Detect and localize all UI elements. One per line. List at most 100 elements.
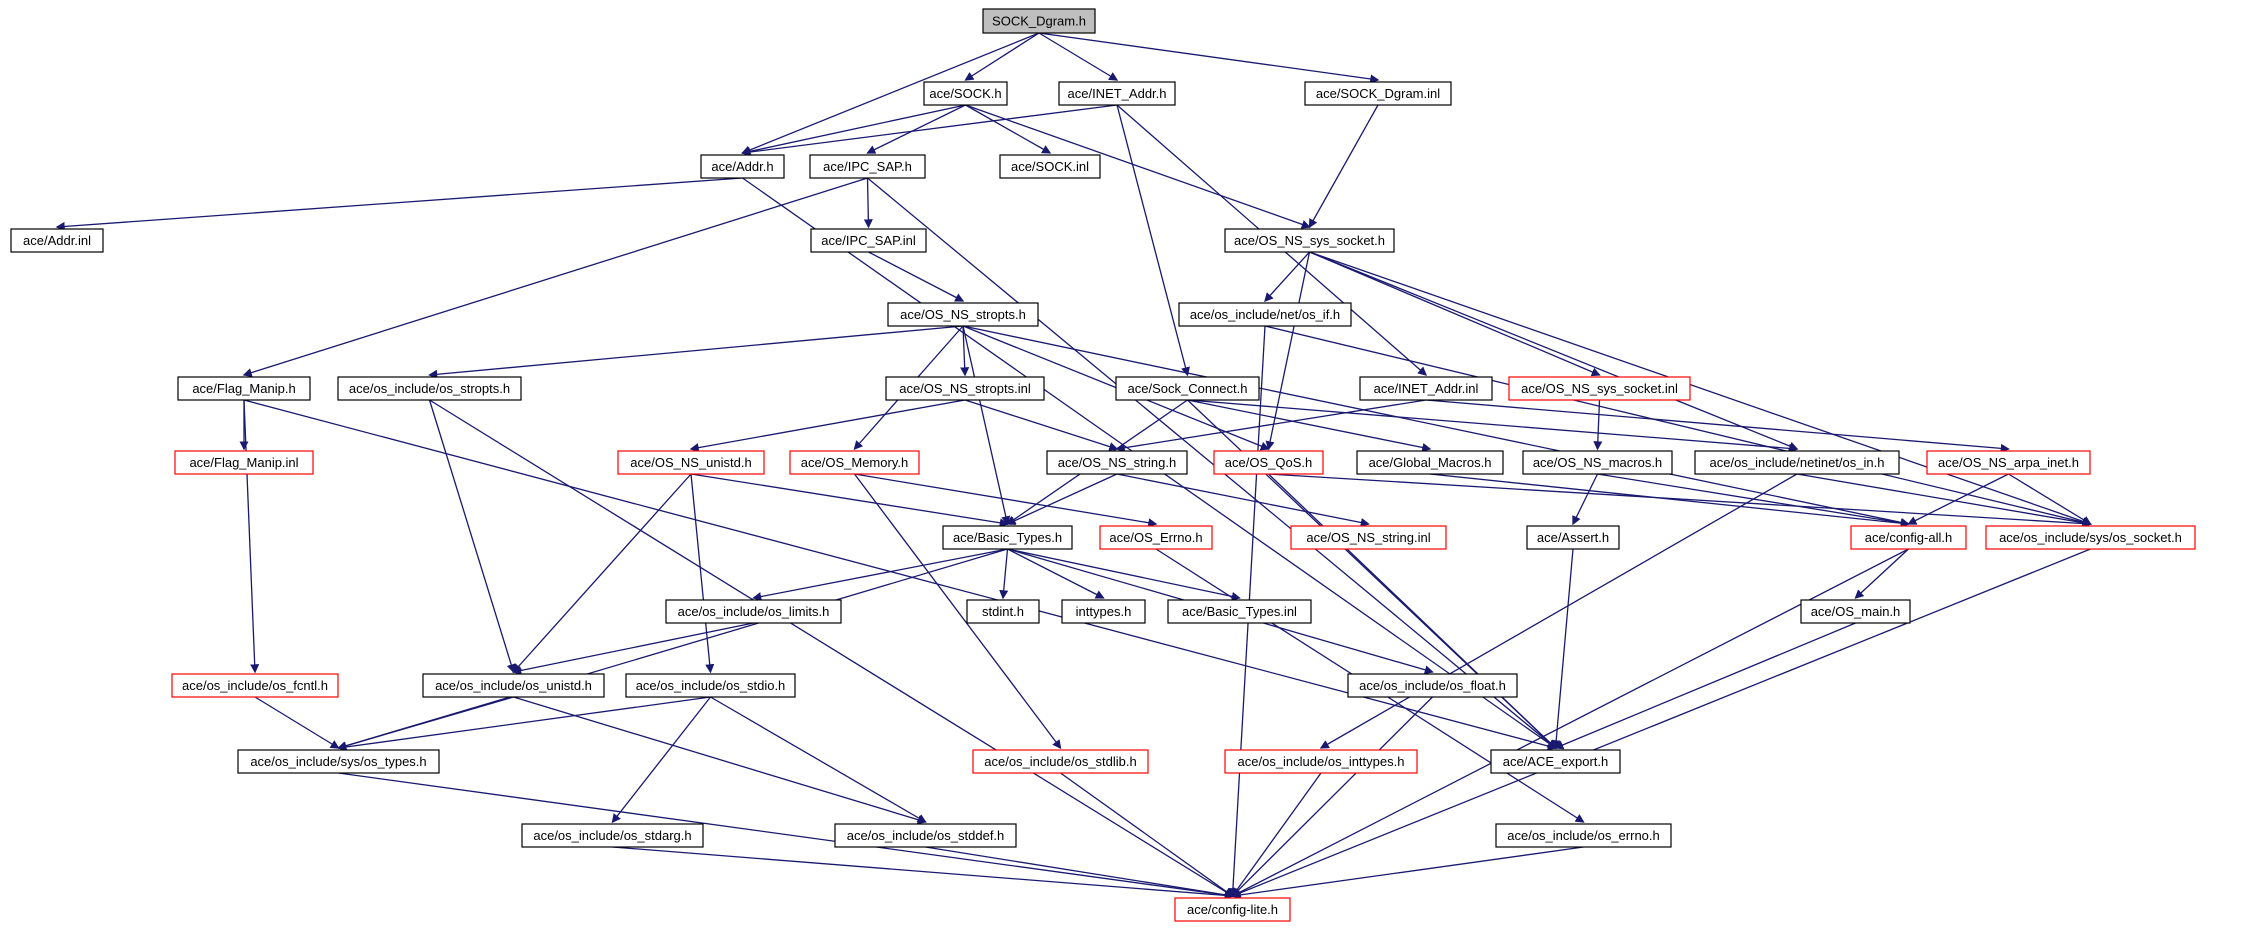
node-addr_h[interactable]: ace/Addr.h xyxy=(700,154,785,179)
node-box-ace_export_h[interactable] xyxy=(1490,749,1621,774)
node-basic_types_h[interactable]: ace/Basic_Types.h xyxy=(942,525,1073,550)
node-net_os_if_h[interactable]: ace/os_include/net/os_if.h xyxy=(1178,302,1352,327)
node-basic_types_inl[interactable]: ace/Basic_Types.inl xyxy=(1167,599,1312,624)
node-addr_inl[interactable]: ace/Addr.inl xyxy=(10,228,104,253)
node-box-basic_types_h[interactable] xyxy=(942,525,1073,550)
node-box-os_limits_h[interactable] xyxy=(665,599,842,624)
node-box-flag_manip_h[interactable] xyxy=(177,376,311,401)
node-os_errno_cap_h[interactable]: ace/OS_Errno.h xyxy=(1099,525,1213,550)
node-box-config_lite_h[interactable] xyxy=(1174,897,1291,922)
node-box-os_ns_arpa_inet_h[interactable] xyxy=(1926,450,2091,475)
node-box-ipc_sap_inl[interactable] xyxy=(810,228,927,253)
node-box-sys_os_socket_h[interactable] xyxy=(1985,525,2196,550)
node-box-addr_inl[interactable] xyxy=(10,228,104,253)
node-box-os_stdlib_h[interactable] xyxy=(972,749,1149,774)
node-os_ns_stropts_h[interactable]: ace/OS_NS_stropts.h xyxy=(887,302,1039,327)
node-config_all_h[interactable]: ace/config-all.h xyxy=(1850,525,1967,550)
node-box-os_ns_sys_socket_inl[interactable] xyxy=(1508,376,1691,401)
node-netinet_os_in_h[interactable]: ace/os_include/netinet/os_in.h xyxy=(1694,450,1900,475)
node-box-os_fcntl_h[interactable] xyxy=(171,673,339,698)
node-os_float_h[interactable]: ace/os_include/os_float.h xyxy=(1347,673,1518,698)
node-box-stdint_h[interactable] xyxy=(966,599,1040,624)
node-box-os_unistd_h[interactable] xyxy=(422,673,605,698)
node-config_lite_h[interactable]: ace/config-lite.h xyxy=(1174,897,1291,922)
node-box-os_float_h[interactable] xyxy=(1347,673,1518,698)
node-sock_inl[interactable]: ace/SOCK.inl xyxy=(999,154,1101,179)
node-box-inttypes_h[interactable] xyxy=(1061,599,1146,624)
node-box-os_inttypes_h[interactable] xyxy=(1224,749,1418,774)
node-box-os_qos_h[interactable] xyxy=(1213,450,1324,475)
node-inet_addr_h[interactable]: ace/INET_Addr.h xyxy=(1058,81,1176,106)
node-os_unistd_h[interactable]: ace/os_include/os_unistd.h xyxy=(422,673,605,698)
node-inttypes_h[interactable]: inttypes.h xyxy=(1061,599,1146,624)
node-box-os_stddef_h[interactable] xyxy=(834,823,1017,848)
node-os_ns_unistd_h[interactable]: ace/OS_NS_unistd.h xyxy=(617,450,765,475)
node-sock_h[interactable]: ace/SOCK.h xyxy=(923,81,1008,106)
node-box-sock_inl[interactable] xyxy=(999,154,1101,179)
node-os_memory_h[interactable]: ace/OS_Memory.h xyxy=(789,450,920,475)
node-box-os_main_h[interactable] xyxy=(1800,599,1911,624)
node-os_limits_h[interactable]: ace/os_include/os_limits.h xyxy=(665,599,842,624)
node-os_stdio_h[interactable]: ace/os_include/os_stdio.h xyxy=(625,673,796,698)
node-os_ns_arpa_inet_h[interactable]: ace/OS_NS_arpa_inet.h xyxy=(1926,450,2091,475)
node-os_stdlib_h[interactable]: ace/os_include/os_stdlib.h xyxy=(972,749,1149,774)
node-box-os_ns_string_inl[interactable] xyxy=(1290,525,1447,550)
node-os_ns_macros_h[interactable]: ace/OS_NS_macros.h xyxy=(1522,450,1673,475)
node-box-os_stdarg_h[interactable] xyxy=(521,823,704,848)
node-box-inet_addr_inl[interactable] xyxy=(1359,376,1493,401)
node-box-os_stdio_h[interactable] xyxy=(625,673,796,698)
node-box-os_errno_cap_h[interactable] xyxy=(1099,525,1213,550)
node-os_ns_sys_socket_inl[interactable]: ace/OS_NS_sys_socket.inl xyxy=(1508,376,1691,401)
node-box-root[interactable] xyxy=(982,8,1096,34)
node-box-os_ns_stropts_h[interactable] xyxy=(887,302,1039,327)
node-box-addr_h[interactable] xyxy=(700,154,785,179)
node-box-config_all_h[interactable] xyxy=(1850,525,1967,550)
node-ipc_sap_inl[interactable]: ace/IPC_SAP.inl xyxy=(810,228,927,253)
node-flag_manip_h[interactable]: ace/Flag_Manip.h xyxy=(177,376,311,401)
node-os_ns_sys_socket_h[interactable]: ace/OS_NS_sys_socket.h xyxy=(1224,228,1395,253)
node-os_main_h[interactable]: ace/OS_main.h xyxy=(1800,599,1911,624)
node-box-basic_types_inl[interactable] xyxy=(1167,599,1312,624)
node-flag_manip_inl[interactable]: ace/Flag_Manip.inl xyxy=(174,450,314,475)
node-box-sock_h[interactable] xyxy=(923,81,1008,106)
node-box-os_ns_string_h[interactable] xyxy=(1046,450,1188,475)
node-box-netinet_os_in_h[interactable] xyxy=(1694,450,1900,475)
node-box-assert_h[interactable] xyxy=(1526,525,1620,550)
node-os_fcntl_h[interactable]: ace/os_include/os_fcntl.h xyxy=(171,673,339,698)
node-sys_os_socket_h[interactable]: ace/os_include/sys/os_socket.h xyxy=(1985,525,2196,550)
node-inet_addr_inl[interactable]: ace/INET_Addr.inl xyxy=(1359,376,1493,401)
node-os_ns_string_inl[interactable]: ace/OS_NS_string.inl xyxy=(1290,525,1447,550)
node-box-os_stropts_h[interactable] xyxy=(337,376,522,401)
node-assert_h[interactable]: ace/Assert.h xyxy=(1526,525,1620,550)
node-box-os_include_errno_h[interactable] xyxy=(1495,823,1672,848)
node-sock_connect_h[interactable]: ace/Sock_Connect.h xyxy=(1115,376,1260,401)
node-os_stropts_h[interactable]: ace/os_include/os_stropts.h xyxy=(337,376,522,401)
node-box-flag_manip_inl[interactable] xyxy=(174,450,314,475)
node-sys_os_types_h[interactable]: ace/os_include/sys/os_types.h xyxy=(237,749,440,774)
node-box-inet_addr_h[interactable] xyxy=(1058,81,1176,106)
node-box-os_ns_sys_socket_h[interactable] xyxy=(1224,228,1395,253)
node-box-sys_os_types_h[interactable] xyxy=(237,749,440,774)
node-global_macros_h[interactable]: ace/Global_Macros.h xyxy=(1356,450,1504,475)
node-box-ipc_sap_h[interactable] xyxy=(809,154,926,179)
node-ace_export_h[interactable]: ace/ACE_export.h xyxy=(1490,749,1621,774)
node-box-os_ns_macros_h[interactable] xyxy=(1522,450,1673,475)
node-box-sock_dgram_inl[interactable] xyxy=(1304,81,1452,106)
node-root[interactable]: SOCK_Dgram.h xyxy=(982,8,1096,34)
node-box-os_ns_unistd_h[interactable] xyxy=(617,450,765,475)
node-os_stddef_h[interactable]: ace/os_include/os_stddef.h xyxy=(834,823,1017,848)
node-os_qos_h[interactable]: ace/OS_QoS.h xyxy=(1213,450,1324,475)
node-os_inttypes_h[interactable]: ace/os_include/os_inttypes.h xyxy=(1224,749,1418,774)
node-box-os_ns_stropts_inl[interactable] xyxy=(885,376,1045,401)
node-sock_dgram_inl[interactable]: ace/SOCK_Dgram.inl xyxy=(1304,81,1452,106)
node-os_include_errno_h[interactable]: ace/os_include/os_errno.h xyxy=(1495,823,1672,848)
node-box-global_macros_h[interactable] xyxy=(1356,450,1504,475)
node-stdint_h[interactable]: stdint.h xyxy=(966,599,1040,624)
node-os_ns_stropts_inl[interactable]: ace/OS_NS_stropts.inl xyxy=(885,376,1045,401)
node-box-sock_connect_h[interactable] xyxy=(1115,376,1260,401)
node-ipc_sap_h[interactable]: ace/IPC_SAP.h xyxy=(809,154,926,179)
node-os_stdarg_h[interactable]: ace/os_include/os_stdarg.h xyxy=(521,823,704,848)
node-os_ns_string_h[interactable]: ace/OS_NS_string.h xyxy=(1046,450,1188,475)
node-box-os_memory_h[interactable] xyxy=(789,450,920,475)
node-box-net_os_if_h[interactable] xyxy=(1178,302,1352,327)
